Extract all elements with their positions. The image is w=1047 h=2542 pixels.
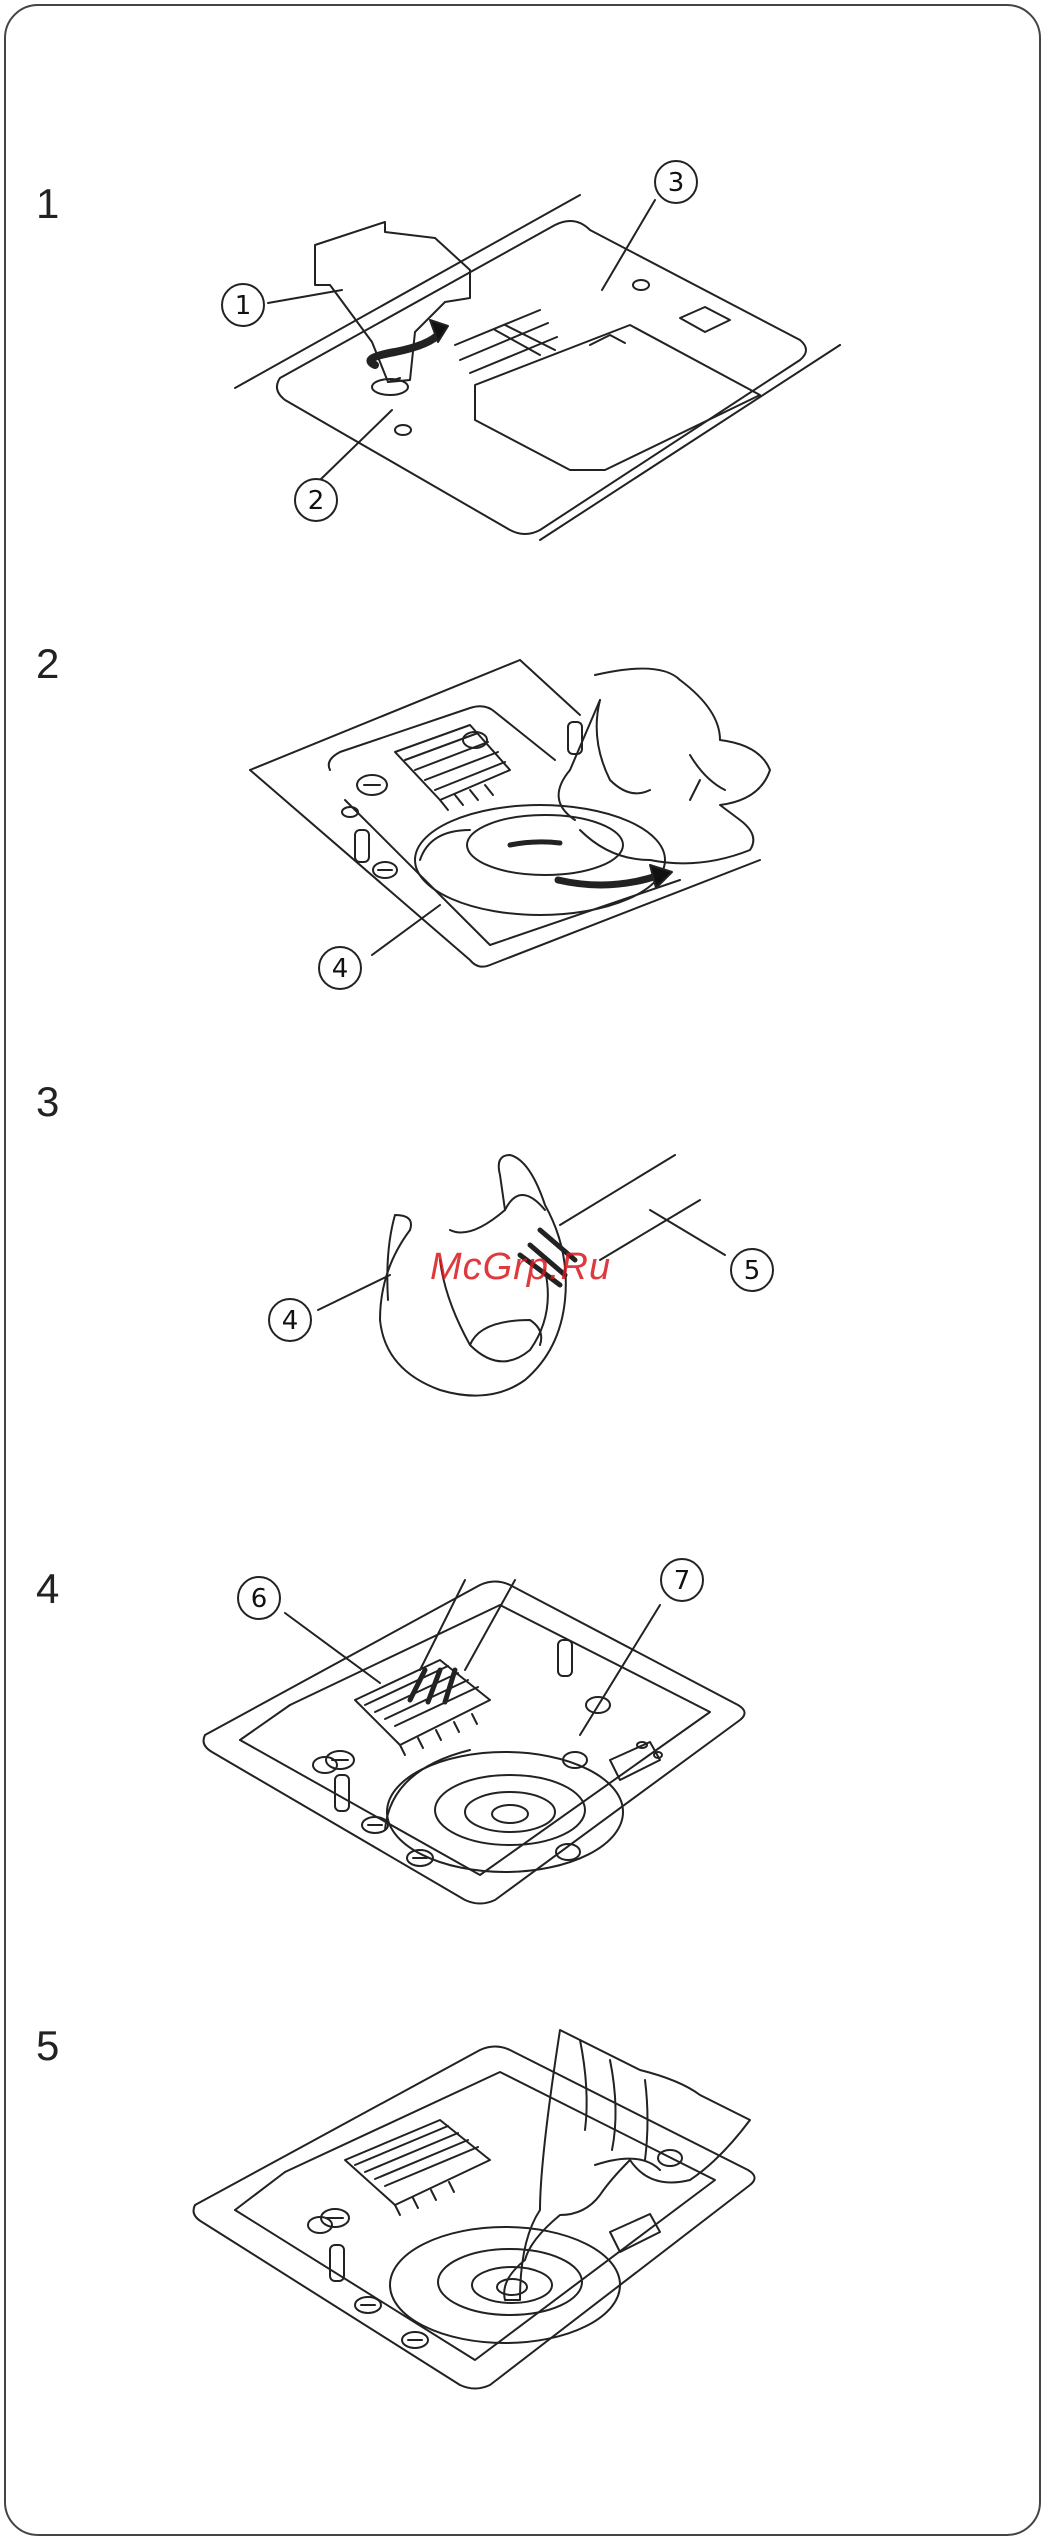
callout-4b-label: 4 [282, 1306, 299, 1336]
bobbin-holder-icon [415, 805, 665, 915]
cloth-icon [504, 2030, 750, 2300]
watermark: McGrp.Ru [430, 1246, 611, 1289]
callout-5-label: 5 [744, 1256, 761, 1286]
figure-4-feed-dog-cleaning [204, 1580, 745, 1904]
curved-arrow-icon [371, 333, 441, 365]
callout-3-label: 3 [668, 168, 685, 198]
screwdriver-icon [315, 222, 470, 382]
callout-2-label: 2 [308, 486, 325, 516]
callout-4-label: 4 [332, 954, 349, 984]
callout-1-label: 1 [235, 291, 252, 321]
callout-7-label: 7 [674, 1566, 691, 1596]
figure-2-bobbin-holder-removal [250, 660, 770, 967]
callout-6-label: 6 [251, 1584, 268, 1614]
figure-5-cloth-wipe [194, 2030, 755, 2389]
